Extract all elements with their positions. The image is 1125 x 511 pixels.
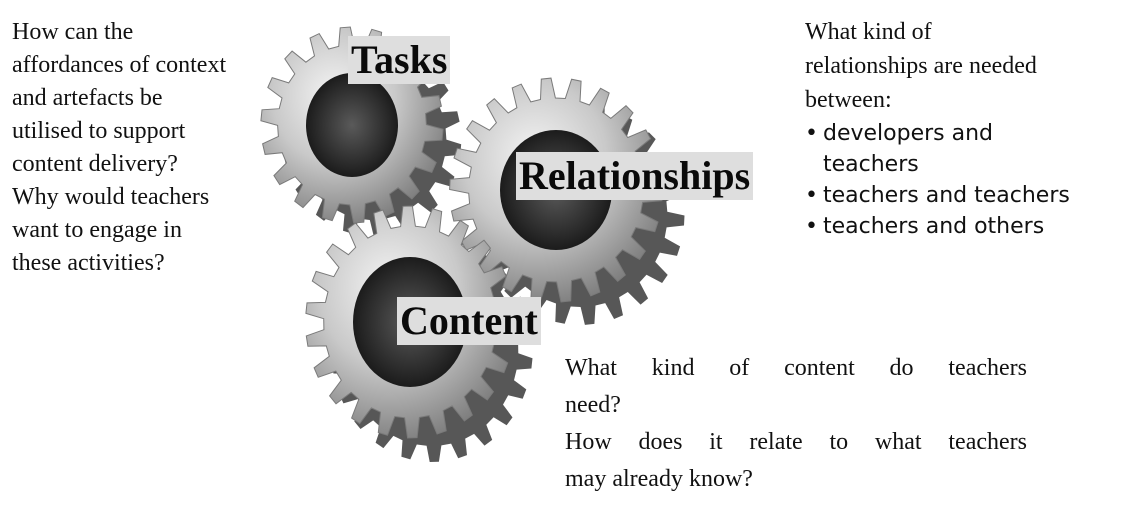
bottom-question-line: What kind of content do teachers — [565, 355, 1027, 381]
bottom-question-block: What kind of content do teachers need? H… — [565, 350, 1027, 498]
bottom-question-line: need? — [565, 392, 621, 418]
bottom-question-line: may already know? — [565, 466, 753, 492]
left-question-line: these activities? — [12, 250, 165, 276]
bullet-item: developers and teachers — [805, 118, 1053, 180]
left-question-line: utilised to support — [12, 118, 186, 144]
gear-label-content: Content — [397, 297, 541, 345]
bullet-item: teachers and others — [805, 211, 1070, 242]
bullet-item: teachers and teachers — [805, 180, 1070, 211]
right-question-block: What kind of relationships are needed be… — [805, 16, 1070, 242]
left-question-line: How can the — [12, 19, 134, 45]
left-question-line: affordances of context — [12, 52, 227, 78]
gear-tasks-hole — [306, 73, 398, 177]
right-question-line: relationships are needed — [805, 53, 1037, 79]
gear-label-tasks: Tasks — [348, 36, 451, 84]
bottom-question-line: How does it relate to what teachers — [565, 429, 1027, 455]
left-question-line: content delivery? — [12, 151, 178, 177]
left-question-block: How can the affordances of context and a… — [12, 16, 226, 280]
gear-label-relationships: Relationships — [516, 152, 754, 200]
left-question-line: want to engage in — [12, 217, 182, 243]
left-question-line: Why would teachers — [12, 184, 210, 210]
left-question-line: and artefacts be — [12, 85, 163, 111]
right-question-line: What kind of — [805, 19, 932, 45]
relationship-bullet-list: developers and teachers teachers and tea… — [805, 118, 1070, 242]
right-question-line: between: — [805, 87, 892, 113]
